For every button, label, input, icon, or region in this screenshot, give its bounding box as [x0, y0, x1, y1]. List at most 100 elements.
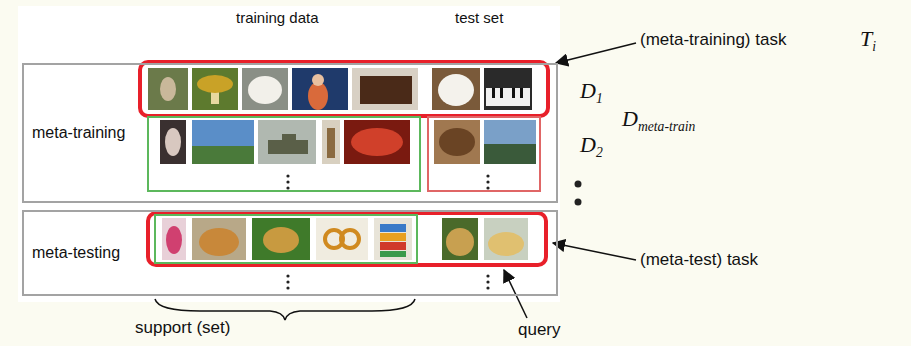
photo [434, 120, 480, 164]
dot [486, 180, 489, 183]
photo-ground [484, 68, 532, 110]
math-letter: T [860, 26, 872, 51]
photo-subject [268, 140, 308, 154]
dot [486, 174, 489, 177]
photo-ground [162, 218, 186, 260]
task-frame [148, 213, 546, 265]
dot [575, 199, 582, 206]
math-symbol: D2 [580, 132, 603, 157]
photo-ground [292, 68, 348, 110]
math-subscript: 2 [596, 145, 603, 160]
photo-subject [312, 74, 324, 86]
math-letter: D [580, 78, 596, 103]
text-label: test set [455, 9, 503, 26]
photo-subject [351, 128, 403, 156]
label-slot: Dmeta-train [622, 106, 695, 135]
test-frame [428, 117, 540, 191]
photo [148, 68, 188, 110]
photo-subject [263, 227, 299, 253]
panel-box: meta-testing [22, 210, 558, 296]
photo [442, 218, 478, 260]
photo-subject [380, 251, 406, 257]
figure-ground [18, 6, 560, 302]
photo-ground [148, 68, 188, 110]
label-slot: (meta-test) task [640, 250, 758, 270]
photo-subject [341, 230, 359, 248]
photo-subject [282, 134, 296, 141]
photo-subject [486, 88, 530, 106]
ellipsis-dots [286, 174, 581, 289]
photo-subject [500, 88, 503, 98]
dot [486, 274, 489, 277]
photo-ground [192, 218, 246, 260]
photo-subject [512, 88, 515, 98]
photo-subject [446, 228, 474, 256]
photo-ground [374, 218, 412, 260]
math-subscript: i [872, 39, 876, 54]
photo-subject [380, 242, 406, 250]
photo-subject [488, 232, 524, 256]
brace [155, 299, 415, 320]
photo-ground [258, 120, 316, 164]
label-slot: (meta-training) task [640, 30, 786, 50]
photo [352, 68, 418, 110]
photo-ground [432, 68, 480, 110]
photo [242, 68, 288, 110]
photo-ground [252, 218, 310, 260]
leader-arrow [504, 270, 527, 318]
photo-subject [165, 128, 181, 156]
photo-subject [166, 226, 182, 254]
dot [286, 186, 289, 189]
photo-subject [197, 75, 233, 93]
photo-subject [380, 233, 406, 241]
photo-subject [199, 228, 239, 256]
text-label: query [518, 320, 561, 339]
photo-ground [242, 68, 288, 110]
photo [192, 120, 254, 164]
photo [432, 68, 480, 110]
dot [286, 180, 289, 183]
photo-ground [434, 120, 480, 164]
math-symbol: Dmeta-train [622, 106, 695, 131]
panel-label: meta-testing [24, 244, 120, 262]
leader-arrow [556, 43, 636, 63]
photo [258, 120, 316, 164]
label-slot: test set [455, 9, 503, 26]
photo-subject [380, 224, 406, 232]
photo-subject [484, 144, 536, 164]
photo-subject [308, 82, 328, 110]
photo-subject [438, 74, 474, 106]
photo [484, 218, 528, 260]
photo [192, 68, 238, 110]
photo-subject [360, 76, 412, 104]
photo [252, 218, 310, 260]
photo [192, 218, 246, 260]
photo-subject [192, 146, 254, 164]
photo [374, 218, 412, 260]
text-label: (meta-training) task [640, 30, 786, 49]
photo [162, 218, 186, 260]
panel-box: meta-training [22, 63, 558, 203]
photo-ground [316, 218, 368, 260]
photo-ground [344, 120, 410, 164]
dot [486, 280, 489, 283]
dot [486, 186, 489, 189]
photo-ground [484, 120, 536, 164]
photo-subject [327, 128, 335, 158]
math-letter: D [622, 106, 638, 131]
photo-ground [160, 120, 186, 164]
photo [292, 68, 348, 110]
photo [344, 120, 410, 164]
label-slot: Ti [860, 26, 876, 55]
photo-subject [492, 88, 495, 98]
text-label: (meta-test) task [640, 250, 758, 269]
dot [575, 181, 582, 188]
dot [286, 280, 289, 283]
label-slot: query [518, 320, 561, 340]
label-slot: D2 [580, 132, 603, 161]
photo-subject [248, 76, 282, 104]
text-label: support (set) [135, 318, 230, 337]
dot [486, 286, 489, 289]
dot [286, 274, 289, 277]
